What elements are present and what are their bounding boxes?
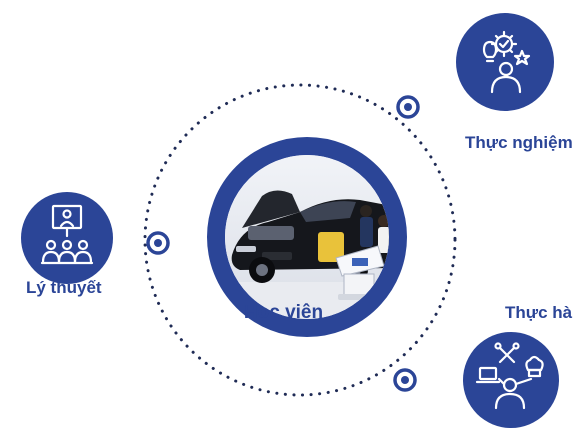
tools-laptop-chef-icon [475, 342, 544, 410]
ideas-gear-star-icon [482, 30, 531, 94]
car-workshop-photo [225, 155, 389, 319]
practice-node [463, 332, 559, 428]
orbit-node-left [146, 231, 170, 255]
experiment-label: Thực nghiệm [465, 133, 573, 152]
practice-label: Thực hàn [505, 303, 573, 322]
center-label: Học viên [0, 302, 573, 324]
orbit-node-bottom [393, 368, 417, 392]
center-label-text: Học viên [243, 302, 324, 323]
center-node [207, 137, 407, 337]
classroom-presentation-icon [40, 204, 94, 265]
theory-node [21, 192, 113, 284]
dotted-orbit [143, 83, 457, 397]
theory-label: Lý thuyết [26, 278, 102, 297]
orbit-node-top [396, 95, 420, 119]
experiment-node [456, 13, 554, 111]
